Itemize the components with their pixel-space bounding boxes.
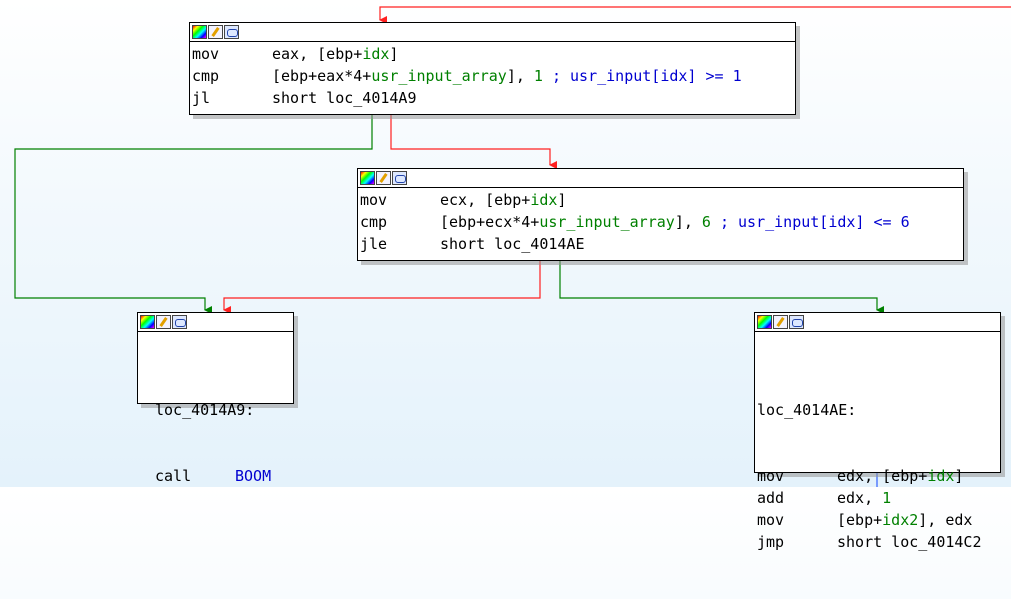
block-header (190, 23, 795, 42)
operands: [ebp+eax*4+usr_input_array], 1 ; usr_inp… (272, 67, 742, 85)
operands: [ebp+idx2], edx (837, 511, 973, 529)
instruction-line[interactable]: call BOOM (155, 465, 291, 487)
edge-b1-to-b2 (390, 115, 557, 169)
mnemonic: mov (360, 191, 388, 209)
instruction-line[interactable]: add edx, 1 (757, 487, 998, 509)
block-3-instructions: call BOOM (155, 465, 291, 487)
mnemonic: jmp (757, 533, 785, 551)
instruction-line[interactable]: mov ecx, [ebp+idx] (360, 189, 961, 211)
instruction-line[interactable]: jl short loc_4014A9 (192, 87, 793, 109)
mnemonic: mov (757, 511, 785, 529)
block-label[interactable]: loc_4014AE: (757, 401, 857, 419)
operands: short loc_4014C2 (837, 533, 982, 551)
instruction-line[interactable]: cmp [ebp+eax*4+usr_input_array], 1 ; usr_… (192, 65, 793, 87)
instruction-line[interactable]: mov [ebp+idx2], edx (757, 509, 998, 531)
operands: ecx, [ebp+idx] (440, 191, 567, 209)
edit-icon[interactable] (376, 171, 391, 185)
code-block-2[interactable]: mov ecx, [ebp+idx] cmp [ebp+ecx*4+usr_input… (357, 168, 964, 261)
color-palette-icon[interactable] (192, 25, 207, 39)
instruction-line[interactable]: jmp short loc_4014C2 (757, 531, 998, 553)
instruction-line[interactable]: mov edx, [ebp+idx] (757, 465, 998, 487)
operands: edx, [ebp+idx] (837, 467, 964, 485)
mnemonic: jle (360, 235, 388, 253)
block-4-instructions: mov edx, [ebp+idx] add edx, 1 mov [ebp+idx2],… (757, 465, 998, 553)
code-block-loc_4014A9[interactable]: loc_4014A9: call BOOM (137, 312, 294, 485)
mnemonic: cmp (360, 213, 388, 231)
mnemonic: mov (757, 467, 785, 485)
instruction-line[interactable]: cmp [ebp+ecx*4+usr_input_array], 6 ; usr_… (360, 211, 961, 233)
edge-b2-to-loc_4014AE (559, 261, 884, 314)
block-header (358, 169, 963, 188)
operands: edx, 1 (837, 489, 892, 507)
color-palette-icon[interactable] (757, 315, 772, 329)
block-header (755, 313, 1000, 332)
instruction-line[interactable]: mov eax, [ebp+idx] (192, 43, 793, 65)
operands: [ebp+ecx*4+usr_input_array], 6 ; usr_inp… (440, 213, 910, 231)
mnemonic: call (155, 467, 192, 485)
block-header (138, 313, 293, 332)
mnemonic: jl (192, 89, 211, 107)
edit-icon[interactable] (773, 315, 788, 329)
block-2-instructions: mov ecx, [ebp+idx] cmp [ebp+ecx*4+usr_input… (358, 188, 963, 257)
edge-b1-to-loc_4014A9 (14, 115, 373, 314)
color-palette-icon[interactable] (360, 171, 375, 185)
edit-icon[interactable] (208, 25, 223, 39)
edge-b2-to-loc_4014A9 (223, 261, 541, 314)
edge-incoming (379, 6, 1011, 24)
color-palette-icon[interactable] (140, 315, 155, 329)
block-label[interactable]: loc_4014A9: (155, 401, 255, 419)
graph-edges (14, 6, 1011, 487)
operands: short loc_4014AE (440, 235, 585, 253)
group-nodes-icon[interactable] (789, 315, 804, 329)
operands: eax, [ebp+idx] (272, 45, 399, 63)
mnemonic: cmp (192, 67, 220, 85)
edit-icon[interactable] (156, 315, 171, 329)
mnemonic: add (757, 489, 785, 507)
group-nodes-icon[interactable] (392, 171, 407, 185)
operands: short loc_4014A9 (272, 89, 417, 107)
group-nodes-icon[interactable] (224, 25, 239, 39)
code-block-1[interactable]: mov eax, [ebp+idx] cmp [ebp+eax*4+usr_input… (189, 22, 796, 115)
group-nodes-icon[interactable] (172, 315, 187, 329)
operands: BOOM (235, 467, 272, 485)
block-1-instructions: mov eax, [ebp+idx] cmp [ebp+eax*4+usr_input… (190, 42, 795, 111)
mnemonic: mov (192, 45, 220, 63)
instruction-line[interactable]: jle short loc_4014AE (360, 233, 961, 255)
